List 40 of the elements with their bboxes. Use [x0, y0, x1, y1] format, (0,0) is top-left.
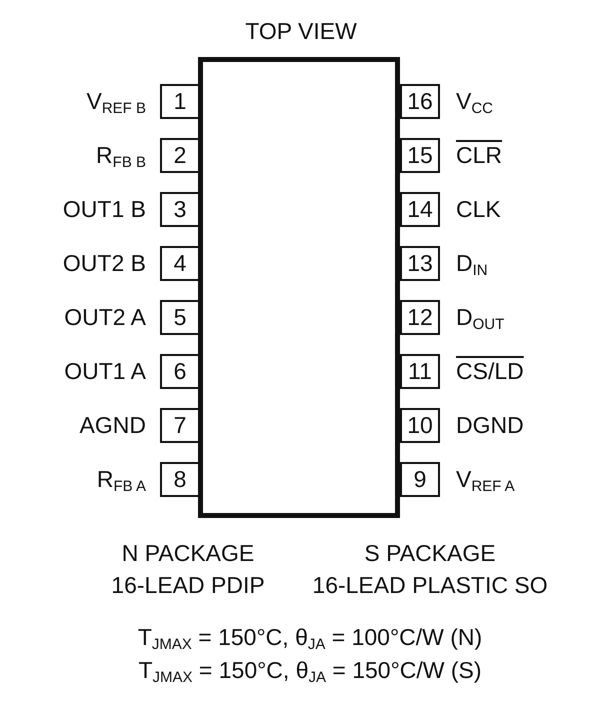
package-label: 16-LEAD PLASTIC SO: [312, 571, 548, 600]
pin-number: 10: [400, 408, 440, 443]
pin-number: 1: [160, 84, 200, 119]
pin-name: V$_{REF A}$: [456, 465, 515, 497]
pin-name: AGND: [80, 411, 146, 439]
pin-name: V$_{CC}$: [456, 87, 494, 119]
pin-name: CLK: [456, 195, 501, 223]
pin-name: DGND: [456, 411, 524, 439]
pin-number: 7: [160, 408, 200, 443]
pin-number: 11: [400, 354, 440, 389]
pin-name: OUT1 A: [64, 357, 146, 385]
pin-number: 13: [400, 246, 440, 281]
pin-name: CLR: [456, 141, 502, 169]
pin-number: 5: [160, 300, 200, 335]
package-label: N PACKAGE: [122, 539, 254, 568]
view-title: TOP VIEW: [244, 18, 358, 45]
ic-body: [198, 57, 400, 518]
pin-name: OUT2 B: [62, 249, 146, 277]
pin-name: OUT2 A: [64, 303, 146, 331]
pin-number: 4: [160, 246, 200, 281]
pin-name: D$_{OUT}$: [456, 303, 504, 335]
pin-number: 14: [400, 192, 440, 227]
pin-number: 3: [160, 192, 200, 227]
pin-name: V$_{REF B}$: [86, 87, 146, 119]
pin-number: 2: [160, 138, 200, 173]
pin-name: OUT1 B: [62, 195, 146, 223]
pin-name: R$_{FB B}$: [96, 141, 146, 173]
pin-number: 15: [400, 138, 440, 173]
pin-number: 8: [160, 462, 200, 497]
package-label: 16-LEAD PDIP: [111, 571, 265, 600]
thermal-note: T$_{JMAX}$ = 150°C, θ$_{JA}$ = 150°C/W (S): [138, 656, 482, 688]
pin-name: R$_{FB A}$: [96, 465, 146, 497]
pin-number: 9: [400, 462, 440, 497]
thermal-note: T$_{JMAX}$ = 150°C, θ$_{JA}$ = 100°C/W (N): [138, 623, 482, 655]
package-label: S PACKAGE: [364, 539, 496, 568]
pin-number: 16: [400, 84, 440, 119]
pin-number: 6: [160, 354, 200, 389]
pin-name: CS/LD: [456, 357, 524, 385]
pin-number: 12: [400, 300, 440, 335]
pin-name: D$_{IN}$: [456, 249, 488, 281]
